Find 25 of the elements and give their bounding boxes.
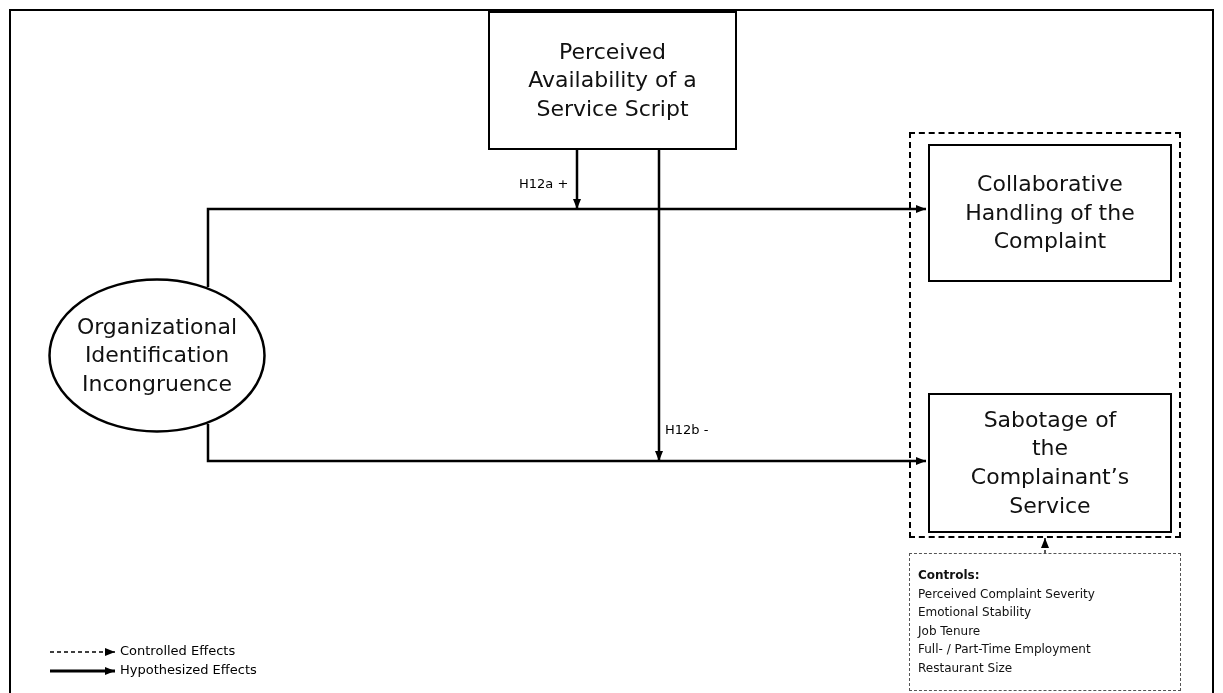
control-variable: Emotional Stability	[918, 604, 1032, 622]
edge-label: H12b -	[664, 422, 710, 437]
arrow	[573, 150, 581, 209]
construct-box	[928, 393, 1172, 533]
arrow	[1041, 537, 1049, 554]
arrow	[206, 205, 926, 287]
outcome-group-box	[909, 132, 1181, 538]
control-variable: Restaurant Size	[918, 659, 1013, 677]
arrow	[655, 150, 663, 461]
control-variable: Full- / Part-Time Employment	[918, 641, 1091, 659]
controls-box	[909, 553, 1181, 691]
construct-label: Sabotage of the Complainant’s Service	[969, 405, 1131, 520]
construct-label: Perceived Availability of a Service Script	[527, 37, 698, 123]
control-variable: Job Tenure	[918, 622, 981, 640]
arrow	[206, 424, 926, 465]
construct-label: Collaborative Handling of the Complaint	[964, 170, 1136, 256]
construct-box	[928, 144, 1172, 282]
construct-ellipse	[48, 278, 266, 433]
edge-label: H12a +	[518, 176, 570, 191]
control-variable: Perceived Complaint Severity	[918, 585, 1095, 603]
controls-heading: Controls:	[918, 567, 980, 584]
legend-label: Hypothesized Effects	[120, 662, 257, 677]
legend-label: Controlled Effects	[120, 643, 236, 658]
construct-box	[488, 11, 737, 150]
construct-label: Organizational Identification Incongruence	[75, 312, 239, 398]
